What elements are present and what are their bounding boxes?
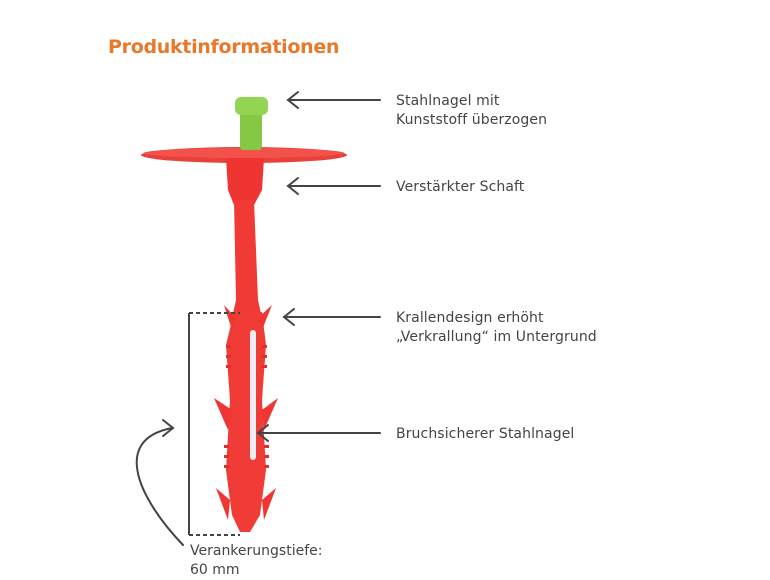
reinforced-collar: [226, 158, 264, 205]
arrow-icon-3: [282, 308, 381, 326]
anchoring-depth-label: Verankerungstiefe: 60 mm: [190, 542, 322, 580]
steel-nail: [250, 330, 256, 460]
anchoring-depth-bracket: [188, 312, 240, 536]
curved-arrow-icon: [135, 419, 184, 546]
callout-text: Krallendesign erhöht: [396, 310, 544, 326]
callout-arrows: [256, 91, 381, 442]
dowel-shaft: [232, 200, 262, 318]
callout-text: Stahlnagel mit: [396, 93, 500, 109]
callout-coated-nail: Stahlnagel mit Kunststoff überzogen: [396, 92, 547, 130]
dowel-plate: [141, 147, 347, 163]
nail-cap: [235, 97, 268, 150]
claw-section: [214, 305, 278, 532]
arrow-icon-4: [256, 424, 381, 442]
page-title: Produktinformationen: [108, 36, 340, 58]
callout-steel-nail: Bruchsicherer Stahlnagel: [396, 425, 574, 444]
arrow-icon-2: [286, 177, 381, 195]
callout-text: Bruchsicherer Stahlnagel: [396, 426, 575, 442]
callout-claw-design: Krallendesign erhöht „Verkrallung“ im Un…: [396, 309, 597, 347]
callout-text: „Verkrallung“ im Untergrund: [396, 329, 597, 345]
arrow-icon-1: [286, 91, 381, 109]
callout-reinforced-shaft: Verstärkter Schaft: [396, 178, 524, 197]
callout-text: Kunststoff überzogen: [396, 112, 548, 128]
anchoring-label-text: Verankerungstiefe:: [190, 543, 323, 559]
anchoring-value: 60 mm: [190, 562, 240, 578]
callout-text: Verstärkter Schaft: [396, 179, 525, 195]
